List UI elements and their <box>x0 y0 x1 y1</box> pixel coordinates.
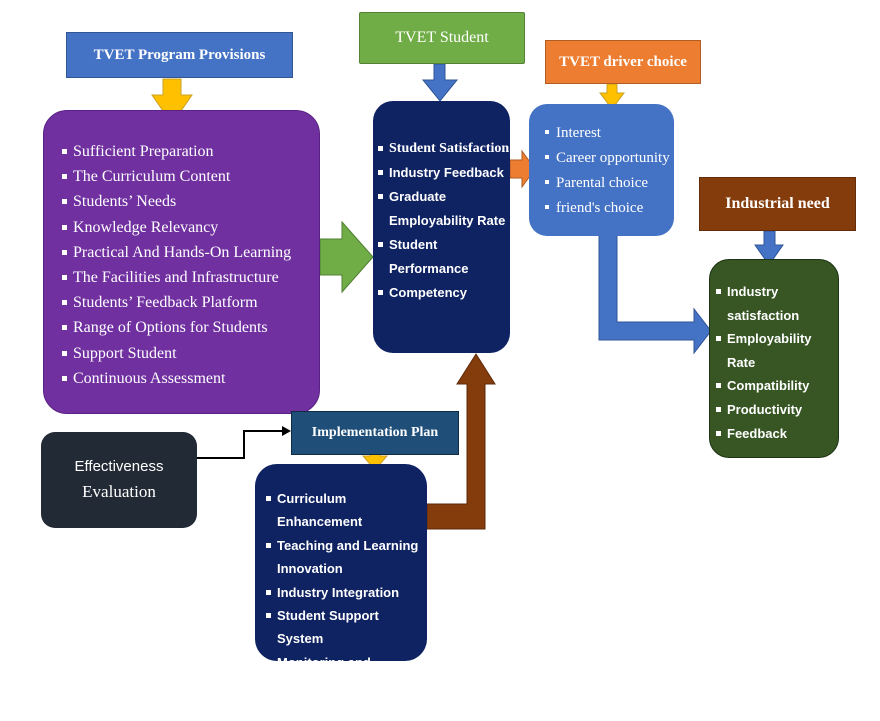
industrial-need-item: Feedback <box>716 422 838 446</box>
evaluation-line-1: Effectiveness <box>74 458 164 475</box>
student-item: Student <box>378 233 510 257</box>
provisions-item: Support Student <box>62 341 319 366</box>
driver-choice-title: TVET driver choice <box>559 53 687 70</box>
student-list: Student Satisfaction Industry Feedback G… <box>378 137 510 305</box>
implementation-plan-header: Implementation Plan <box>291 411 459 455</box>
student-item: Industry Feedback <box>378 161 510 185</box>
arrow-evaluation-to-implementation-head <box>282 426 291 436</box>
implementation-plan-list: Curriculum Enhancement Teaching and Lear… <box>266 487 427 721</box>
implementation-item-continuation: Innovation <box>277 561 343 577</box>
provisions-list: Sufficient Preparation The Curriculum Co… <box>62 139 319 391</box>
student-box: Student Satisfaction Industry Feedback G… <box>373 101 510 353</box>
industrial-need-title: Industrial need <box>725 195 830 212</box>
evaluation-line-2: Evaluation <box>82 482 156 501</box>
arrow-driver-to-industrial <box>598 233 712 355</box>
industrial-need-item: Compatibility <box>716 374 838 398</box>
implementation-plan-title: Implementation Plan <box>311 425 439 440</box>
arrow-provisions-to-student <box>319 220 374 294</box>
driver-choice-item: friend's choice <box>545 196 674 221</box>
implementation-item-continuation: Mechanism <box>277 701 348 717</box>
student-title: TVET Student <box>395 29 489 46</box>
provisions-item: Range of Options for Students <box>62 315 319 340</box>
effectiveness-evaluation-box: Effectiveness Evaluation <box>41 432 197 528</box>
driver-choice-header: TVET driver choice <box>545 40 701 84</box>
arrow-industrial-down <box>754 230 784 266</box>
provisions-title: TVET Program Provisions <box>93 46 266 63</box>
driver-choice-item: Parental choice <box>545 171 674 196</box>
driver-choice-box: Interest Career opportunity Parental cho… <box>529 104 674 236</box>
student-item-continuation: Performance <box>389 261 469 276</box>
implementation-item: Monitoring and Feedback <box>266 651 427 698</box>
provisions-item: The Facilities and Infrastructure <box>62 265 319 290</box>
arrow-implementation-to-student <box>426 353 496 530</box>
provisions-item: Practical And Hands-On Learning <box>62 240 319 265</box>
industrial-need-item: Productivity <box>716 398 838 422</box>
student-header: TVET Student <box>359 12 525 64</box>
student-item: Competency <box>378 281 510 305</box>
arrow-driver-down <box>599 83 625 110</box>
industrial-need-list: Industry satisfaction Employability Rate… <box>716 280 838 446</box>
implementation-item: Student Support System <box>266 604 427 651</box>
provisions-item: Students’ Needs <box>62 189 319 214</box>
industrial-need-item: Industry <box>716 280 838 304</box>
provisions-box: Sufficient Preparation The Curriculum Co… <box>43 110 320 414</box>
student-item: Graduate <box>378 185 510 209</box>
arrow-student-to-driver <box>509 149 536 189</box>
provisions-header: TVET Program Provisions <box>66 32 293 78</box>
provisions-item: The Curriculum Content <box>62 164 319 189</box>
industrial-need-box: Industry satisfaction Employability Rate… <box>709 259 839 458</box>
driver-choice-list: Interest Career opportunity Parental cho… <box>545 121 674 221</box>
provisions-item: Students’ Feedback Platform <box>62 290 319 315</box>
arrow-student-down <box>421 63 459 102</box>
implementation-item: Teaching and Learning <box>266 534 427 557</box>
arrow-evaluation-to-implementation <box>197 430 285 459</box>
student-item-continuation: Employability Rate <box>389 213 506 228</box>
provisions-item: Continuous Assessment <box>62 366 319 391</box>
industrial-need-header: Industrial need <box>699 177 856 231</box>
driver-choice-item: Interest <box>545 121 674 146</box>
industrial-need-item: Employability Rate <box>716 327 838 374</box>
implementation-plan-box: Curriculum Enhancement Teaching and Lear… <box>255 464 427 717</box>
driver-choice-item: Career opportunity <box>545 146 674 171</box>
industrial-need-item-continuation: satisfaction <box>727 307 800 323</box>
arrow-provisions-down <box>151 78 193 125</box>
connector-arrows <box>151 63 784 530</box>
implementation-item: Industry Integration <box>266 581 427 604</box>
provisions-item: Knowledge Relevancy <box>62 215 319 240</box>
student-item: Student Satisfaction <box>378 137 510 161</box>
provisions-item: Sufficient Preparation <box>62 139 319 164</box>
implementation-item: Curriculum Enhancement <box>266 487 427 534</box>
